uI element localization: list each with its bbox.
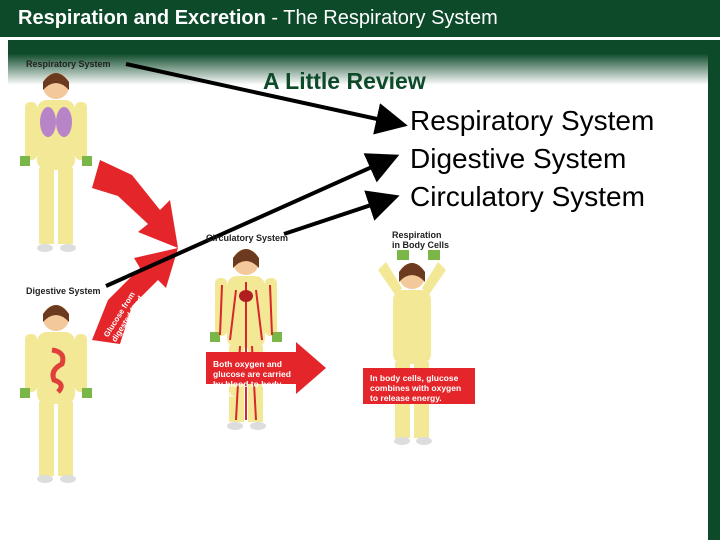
body-cells-figure [378,250,446,445]
arrow-to-circulatory [283,190,400,236]
review-heading: A Little Review [263,68,426,94]
digestive-caption: Digestive System [26,286,101,296]
right-green-edge [708,40,720,540]
lungs-left [40,107,56,137]
review-item-respiratory: Respiratory System [410,105,655,136]
circulatory-caption: Circulatory System [206,233,289,243]
arrow-to-digestive [105,153,400,288]
slide-title-main: Respiration and Excretion [18,7,266,29]
digestive-figure [20,305,92,483]
respiratory-caption: Respiratory System [26,59,111,69]
cells-caption-line2: in Body Cells [392,240,450,250]
cells-callout-box [363,368,475,404]
review-item-digestive: Digestive System [410,143,627,174]
oxygen-arrow [92,160,178,248]
circulatory-figure [210,249,282,430]
cells-callout: In body cells, glucose combines with oxy… [370,373,462,403]
heart [239,290,253,302]
slide-title-sub: - The Respiratory System [265,7,498,29]
cells-caption: Respiration in Body Cells [392,230,449,250]
review-item-circulatory: Circulatory System [410,181,645,212]
slide-title: Respiration and Excretion - The Respirat… [18,7,498,30]
blood-callout: Both oxygen and glucose are carried by b… [213,359,291,399]
arrow-to-respiratory [125,62,408,135]
header-divider [8,37,720,40]
blood-arrow [206,342,326,394]
cells-caption-line1: Respiration [392,230,442,240]
digestive-organs [50,347,66,394]
lungs-right [56,107,72,137]
respiratory-figure [20,73,92,252]
glucose-arrow [92,248,178,344]
slide-header-bar [0,0,720,37]
